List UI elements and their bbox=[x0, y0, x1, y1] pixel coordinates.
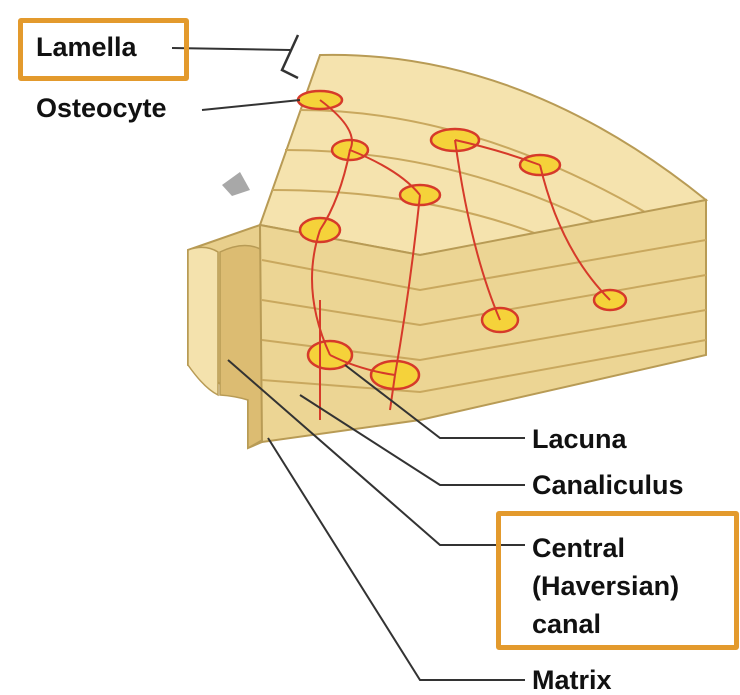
label-lamella: Lamella bbox=[36, 32, 137, 62]
leader-matrix bbox=[267, 437, 525, 681]
label-central-canal: Central (Haversian) canal bbox=[532, 533, 680, 639]
canaliculi bbox=[311, 99, 611, 420]
lamella-bracket bbox=[280, 34, 300, 80]
highlight-box-lamella bbox=[18, 18, 189, 81]
label-matrix: Matrix bbox=[532, 665, 612, 695]
label-canaliculus: Canaliculus bbox=[532, 470, 684, 500]
leader-lamella bbox=[171, 47, 291, 51]
leader-canaliculus bbox=[299, 394, 525, 486]
label-osteocyte: Osteocyte bbox=[36, 93, 167, 123]
highlight-box-central-canal bbox=[496, 511, 739, 650]
label-lacuna: Lacuna bbox=[532, 424, 627, 454]
leader-lacuna bbox=[344, 364, 525, 439]
leader-osteocyte bbox=[201, 99, 301, 111]
canal-cylinder bbox=[187, 223, 264, 450]
